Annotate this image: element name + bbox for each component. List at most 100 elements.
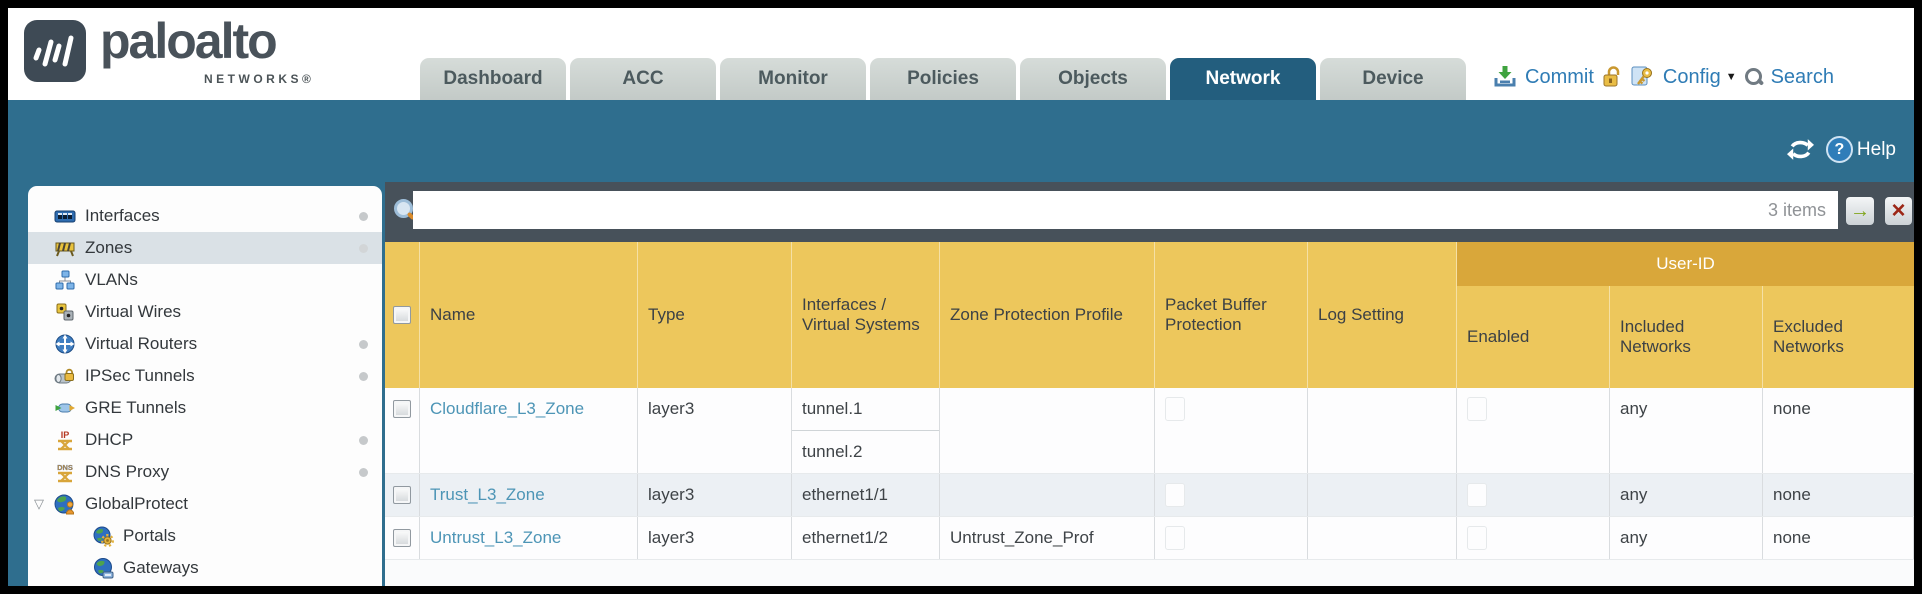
search-action[interactable]: Search bbox=[1770, 65, 1834, 88]
zone-name-link[interactable]: Trust_L3_Zone bbox=[430, 485, 545, 504]
lock-icon[interactable] bbox=[1601, 65, 1623, 89]
sidebar-item-gre-tunnels[interactable]: GRE Tunnels bbox=[28, 392, 382, 424]
log-setting-cell bbox=[1308, 388, 1456, 430]
svg-text:IP: IP bbox=[61, 430, 70, 440]
sidebar-item-label: DNS Proxy bbox=[85, 462, 170, 481]
refresh-icon[interactable] bbox=[1786, 136, 1814, 163]
col-header-interfaces[interactable]: Interfaces / Virtual Systems bbox=[792, 242, 940, 388]
network-sidebar: Interfaces Zones VLANs bbox=[28, 186, 382, 586]
row-checkbox[interactable] bbox=[393, 529, 411, 547]
sidebar-item-label: Zones bbox=[85, 238, 133, 257]
tab-network[interactable]: Network bbox=[1170, 58, 1316, 100]
sidebar-item-zones[interactable]: Zones bbox=[28, 232, 382, 264]
packet-buffer-protection-checkbox bbox=[1165, 483, 1185, 507]
config-menu[interactable]: Config bbox=[1662, 65, 1721, 88]
user-id-enabled-checkbox bbox=[1467, 483, 1487, 507]
filter-toolbar: 3 items → × bbox=[385, 182, 1914, 242]
dns-proxy-icon: DNS bbox=[57, 463, 73, 483]
zones-icon bbox=[55, 242, 75, 257]
search-icon[interactable] bbox=[1744, 67, 1764, 87]
commit-button[interactable]: Commit bbox=[1525, 65, 1594, 88]
interface-cell: tunnel.2 bbox=[792, 430, 939, 472]
svg-text:DNS: DNS bbox=[57, 463, 73, 472]
help-icon[interactable]: ? bbox=[1825, 136, 1853, 163]
zone-protection-profile-cell: Untrust_Zone_Prof bbox=[950, 528, 1094, 547]
packet-buffer-protection-checkbox bbox=[1165, 397, 1185, 421]
sidebar-item-label: VLANs bbox=[85, 270, 138, 289]
excluded-networks-cell: none bbox=[1773, 399, 1811, 418]
status-dot bbox=[359, 243, 368, 253]
tab-dashboard[interactable]: Dashboard bbox=[420, 58, 566, 100]
col-header-excluded-networks[interactable]: Excluded Networks bbox=[1773, 317, 1844, 356]
interface-cell: ethernet1/2 bbox=[802, 528, 889, 547]
band-actions: ? Help bbox=[1786, 136, 1896, 163]
log-setting-cell bbox=[1308, 517, 1456, 559]
config-icon[interactable] bbox=[1630, 64, 1656, 90]
tab-policies[interactable]: Policies bbox=[870, 58, 1016, 100]
sidebar-item-virtual-wires[interactable]: Virtual Wires bbox=[28, 296, 382, 328]
sidebar-item-label: Gateways bbox=[123, 558, 199, 577]
items-count-badge: 3 items bbox=[1767, 199, 1826, 220]
sidebar-item-virtual-routers[interactable]: Virtual Routers bbox=[28, 328, 382, 360]
select-all-checkbox[interactable] bbox=[393, 306, 411, 324]
help-label[interactable]: Help bbox=[1856, 138, 1896, 160]
sidebar-item-interfaces[interactable]: Interfaces bbox=[28, 200, 382, 232]
zone-name-link[interactable]: Cloudflare_L3_Zone bbox=[430, 399, 585, 418]
portals-icon bbox=[93, 526, 114, 547]
sidebar-item-dns-proxy[interactable]: DNS DNS Proxy bbox=[28, 456, 382, 488]
main-nav-tabs: Dashboard ACC Monitor Policies Objects N… bbox=[420, 58, 1466, 100]
status-dot bbox=[359, 435, 368, 445]
table-header: Name Type Interfaces / Virtual Systems Z… bbox=[385, 242, 1914, 388]
status-dot bbox=[359, 371, 368, 381]
row-checkbox[interactable] bbox=[393, 400, 411, 418]
tab-objects[interactable]: Objects bbox=[1020, 58, 1166, 100]
vlans-icon bbox=[55, 270, 75, 290]
gateways-icon bbox=[94, 558, 114, 579]
col-header-type[interactable]: Type bbox=[638, 242, 792, 388]
sidebar-item-dhcp[interactable]: IP DHCP bbox=[28, 424, 382, 456]
filter-search-input[interactable]: 3 items bbox=[413, 191, 1838, 229]
status-dot bbox=[359, 467, 368, 477]
col-header-zone-protection-profile[interactable]: Zone Protection Profile bbox=[940, 242, 1155, 388]
status-dot bbox=[359, 339, 368, 349]
zone-name-link[interactable]: Untrust_L3_Zone bbox=[430, 528, 562, 547]
zone-protection-profile-cell bbox=[940, 474, 1154, 516]
user-id-enabled-checkbox bbox=[1467, 397, 1487, 421]
zone-type: layer3 bbox=[648, 528, 695, 547]
zone-type: layer3 bbox=[648, 485, 695, 504]
sidebar-item-ipsec-tunnels[interactable]: IPSec Tunnels bbox=[28, 360, 382, 392]
sidebar-item-gateways[interactable]: Gateways bbox=[28, 552, 382, 584]
col-header-enabled[interactable]: Enabled bbox=[1457, 286, 1610, 388]
tab-monitor[interactable]: Monitor bbox=[720, 58, 866, 100]
interfaces-icon bbox=[54, 210, 76, 223]
sidebar-item-label: DHCP bbox=[85, 430, 134, 449]
sidebar-item-globalprotect[interactable]: ▽ GlobalProtect bbox=[28, 488, 382, 520]
sidebar-item-label: GlobalProtect bbox=[85, 494, 188, 513]
apply-filter-button[interactable]: → bbox=[1846, 197, 1874, 225]
table-row: Untrust_L3_Zone layer3 ethernet1/2 Untru… bbox=[385, 517, 1914, 560]
sidebar-item-vlans[interactable]: VLANs bbox=[28, 264, 382, 296]
interface-cell: ethernet1/1 bbox=[802, 485, 889, 504]
col-header-packet-buffer-protection[interactable]: Packet Buffer Protection bbox=[1155, 242, 1308, 388]
table-row: Trust_L3_Zone layer3 ethernet1/1 any non… bbox=[385, 474, 1914, 517]
chevron-down-icon[interactable]: ▼ bbox=[1725, 71, 1737, 83]
col-header-name[interactable]: Name bbox=[420, 242, 638, 388]
filter-search-icon bbox=[392, 198, 414, 222]
commit-icon[interactable] bbox=[1492, 64, 1518, 90]
interface-cell: tunnel.1 bbox=[802, 399, 863, 418]
table-row: Cloudflare_L3_Zone layer3 tunnel.1 tunne… bbox=[385, 388, 1914, 474]
expander-triangle-icon[interactable]: ▽ bbox=[34, 496, 44, 511]
brand-name: paloalto bbox=[100, 13, 278, 69]
col-header-log-setting[interactable]: Log Setting bbox=[1308, 242, 1457, 388]
row-checkbox[interactable] bbox=[393, 486, 411, 504]
tab-device[interactable]: Device bbox=[1320, 58, 1466, 100]
tab-acc[interactable]: ACC bbox=[570, 58, 716, 100]
col-header-included-networks[interactable]: Included Networks bbox=[1610, 286, 1763, 388]
excluded-networks-cell: none bbox=[1773, 528, 1811, 547]
virtual-routers-icon bbox=[55, 334, 75, 354]
sidebar-item-portals[interactable]: Portals bbox=[28, 520, 382, 552]
ipsec-tunnels-icon bbox=[54, 368, 74, 384]
user-id-column-group: User-ID Enabled Included Networks Exclud… bbox=[1457, 242, 1914, 388]
clear-filter-button[interactable]: × bbox=[1885, 197, 1912, 225]
